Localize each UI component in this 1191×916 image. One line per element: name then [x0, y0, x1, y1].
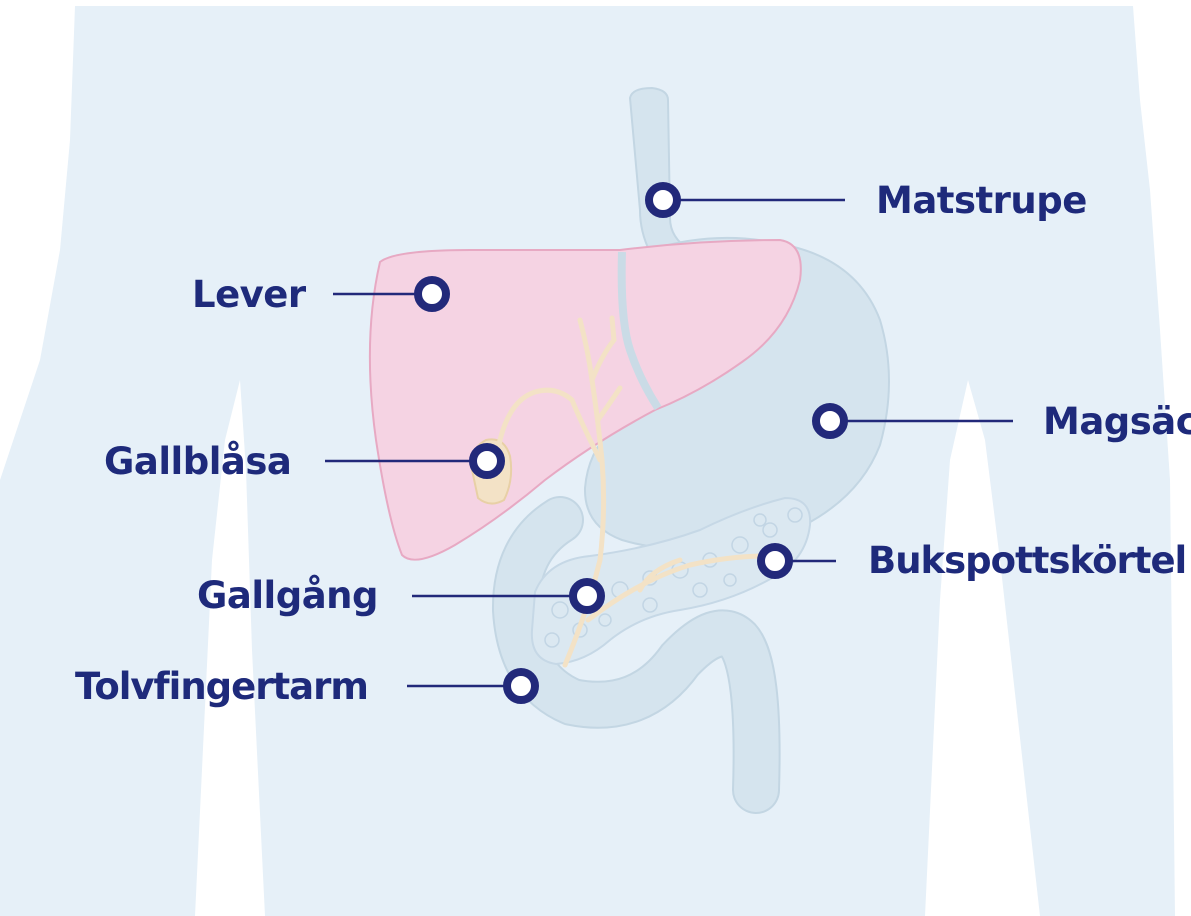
label-bukspottskortel: Bukspottskörtel — [868, 542, 1186, 579]
marker-tolvfingertarm — [507, 672, 535, 700]
label-magsack: Magsäck — [1043, 403, 1191, 440]
marker-gallgang — [573, 582, 601, 610]
label-bukspottskortel-clip: Bukspottskörtel — [868, 536, 1191, 588]
label-gallgang: Gallgång — [197, 577, 378, 614]
label-lever: Lever — [192, 276, 306, 313]
label-magsack-clip: Magsäck — [1043, 398, 1191, 448]
label-gallblasa: Gallblåsa — [104, 443, 291, 480]
marker-bukspottskortel — [761, 547, 789, 575]
label-matstrupe: Matstrupe — [876, 182, 1087, 219]
marker-matstrupe — [649, 186, 677, 214]
marker-magsack — [816, 407, 844, 435]
marker-lever — [418, 280, 446, 308]
marker-gallblasa — [473, 447, 501, 475]
label-tolvfingertarm: Tolvfingertarm — [75, 668, 368, 705]
